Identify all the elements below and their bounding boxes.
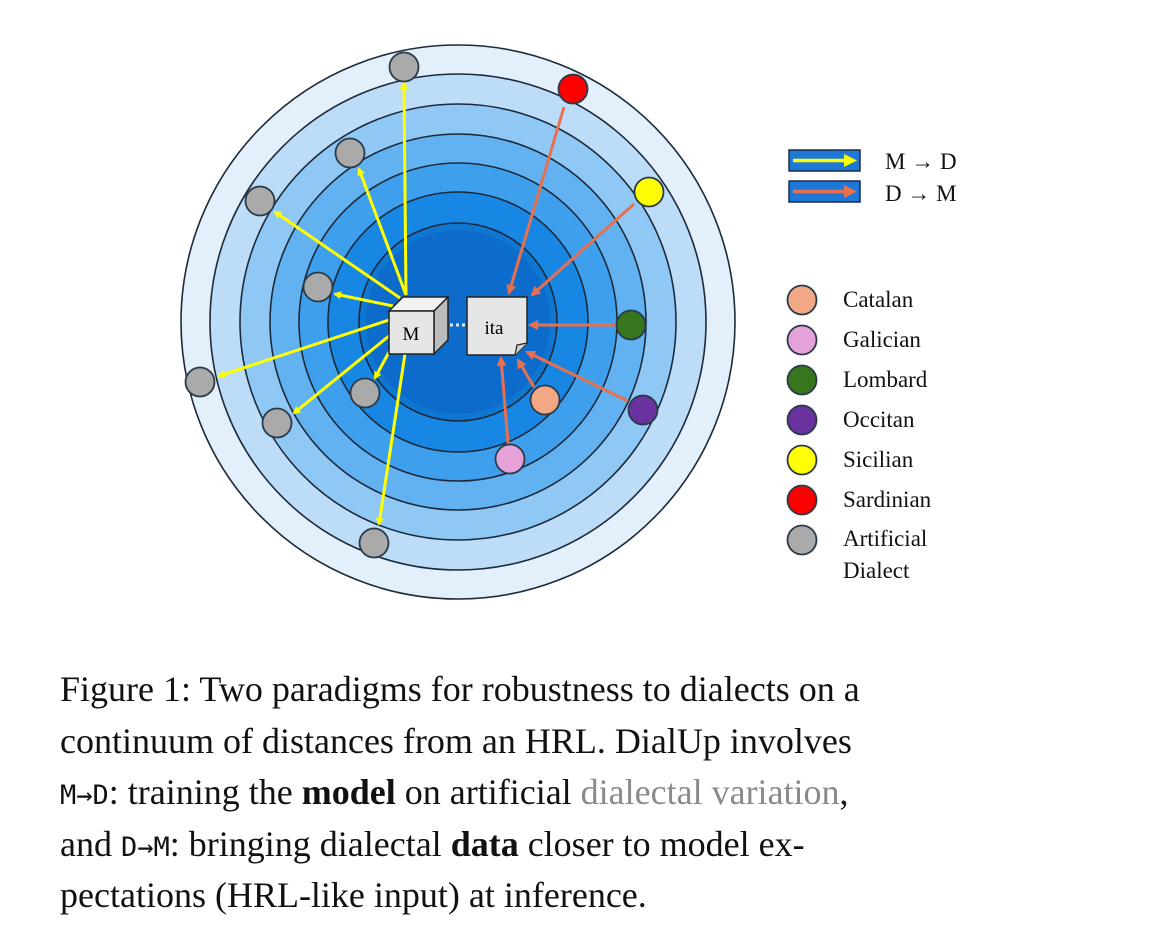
d-to-m-arrow bbox=[530, 202, 635, 297]
hrl-document-icon: ita bbox=[466, 296, 528, 356]
distance-rings bbox=[180, 44, 736, 600]
d-to-m-code: D→M bbox=[120, 831, 170, 863]
m-to-d-arrow bbox=[273, 210, 401, 300]
caption-bold-model: model bbox=[301, 772, 396, 812]
caption-bold-data: data bbox=[450, 823, 519, 864]
d-to-m-arrow bbox=[506, 106, 566, 295]
arrows bbox=[217, 81, 635, 526]
legend-dialect-label: Dialect bbox=[843, 558, 910, 583]
dialect-node-occitan bbox=[627, 394, 659, 426]
m-to-d-arrow bbox=[333, 291, 394, 308]
dialect-nodes bbox=[184, 51, 665, 559]
caption-text: and bbox=[60, 823, 121, 864]
legend-artificial-label: Artificial bbox=[843, 526, 928, 551]
m-to-d-arrow bbox=[217, 318, 390, 378]
legend-m-to-d-label: M → D bbox=[885, 149, 957, 174]
legend-swatch-sardinian bbox=[786, 484, 818, 516]
caption-text: , bbox=[839, 772, 849, 812]
figure-caption: Figure 1: Two paradigms for robustness t… bbox=[60, 664, 1100, 922]
d-to-m-arrow bbox=[525, 350, 629, 403]
dialect-continuum-diagram: M ita bbox=[180, 44, 861, 600]
caption-text: closer to model ex- bbox=[518, 823, 805, 864]
caption-text: : training the bbox=[108, 772, 302, 812]
legend-swatch-catalan bbox=[786, 284, 818, 316]
m-to-d-arrow bbox=[292, 334, 390, 415]
legend-swatch-galician bbox=[786, 324, 818, 356]
inner-core bbox=[366, 230, 550, 414]
dialect-node-artificial-dialect bbox=[349, 377, 381, 409]
legend bbox=[786, 149, 861, 556]
m-to-d-code: M→D bbox=[60, 780, 109, 811]
dialect-node-lombard bbox=[615, 309, 647, 341]
d-to-m-arrow bbox=[516, 358, 536, 388]
m-to-d-arrow bbox=[373, 351, 391, 380]
caption-line: M→D: training the model on artificial di… bbox=[60, 767, 1100, 819]
caption-text: : bringing dialectal bbox=[169, 823, 451, 864]
m-to-d-arrow bbox=[400, 81, 409, 296]
dialect-node-sardinian bbox=[557, 73, 589, 105]
caption-gray-text: dialectal variation bbox=[580, 772, 840, 812]
m-to-d-arrow bbox=[357, 167, 408, 296]
caption-text: on artificial bbox=[395, 772, 581, 812]
legend-arrowhead-icon bbox=[844, 185, 857, 198]
d-to-m-arrow bbox=[496, 356, 510, 444]
caption-line: and D→M: bringing dialectal data closer … bbox=[60, 819, 1100, 871]
dialect-node-artificial-dialect bbox=[388, 51, 420, 83]
m-to-d-arrow bbox=[375, 353, 407, 526]
dialect-node-artificial-dialect bbox=[334, 137, 366, 169]
hrl-label: ita bbox=[485, 318, 505, 339]
caption-line: continuum of distances from an HRL. Dial… bbox=[60, 720, 852, 761]
legend-swatch-lombard bbox=[786, 364, 818, 396]
dialect-node-galician bbox=[494, 443, 526, 475]
legend-lombard-label: Lombard bbox=[843, 367, 928, 392]
legend-sardinian-label: Sardinian bbox=[843, 487, 932, 512]
dialect-node-artificial-dialect bbox=[302, 271, 334, 303]
legend-arrowhead-icon bbox=[844, 154, 857, 167]
legend-d-to-m-label: D → M bbox=[885, 181, 957, 206]
caption-line: pectations (HRL-like input) at inference… bbox=[60, 875, 647, 915]
legend-swatch-occitan bbox=[786, 404, 818, 436]
dialect-node-sicilian bbox=[633, 176, 665, 208]
dialect-node-artificial-dialect bbox=[358, 527, 390, 559]
dialect-node-artificial-dialect bbox=[244, 185, 276, 217]
legend-swatch-artificial-dialect bbox=[786, 524, 818, 556]
dialect-node-artificial-dialect bbox=[184, 366, 216, 398]
legend-occitan-label: Occitan bbox=[843, 407, 915, 432]
legend-swatch-sicilian bbox=[786, 444, 818, 476]
dialect-node-catalan bbox=[529, 384, 561, 416]
caption-line: Figure 1: Two paradigms for robustness t… bbox=[60, 669, 860, 709]
legend-sicilian-label: Sicilian bbox=[843, 447, 914, 472]
legend-catalan-label: Catalan bbox=[843, 287, 914, 312]
model-label: M bbox=[403, 324, 420, 345]
legend-galician-label: Galician bbox=[843, 327, 921, 352]
model-cube-icon: M bbox=[387, 295, 450, 356]
dialect-node-artificial-dialect bbox=[261, 407, 293, 439]
